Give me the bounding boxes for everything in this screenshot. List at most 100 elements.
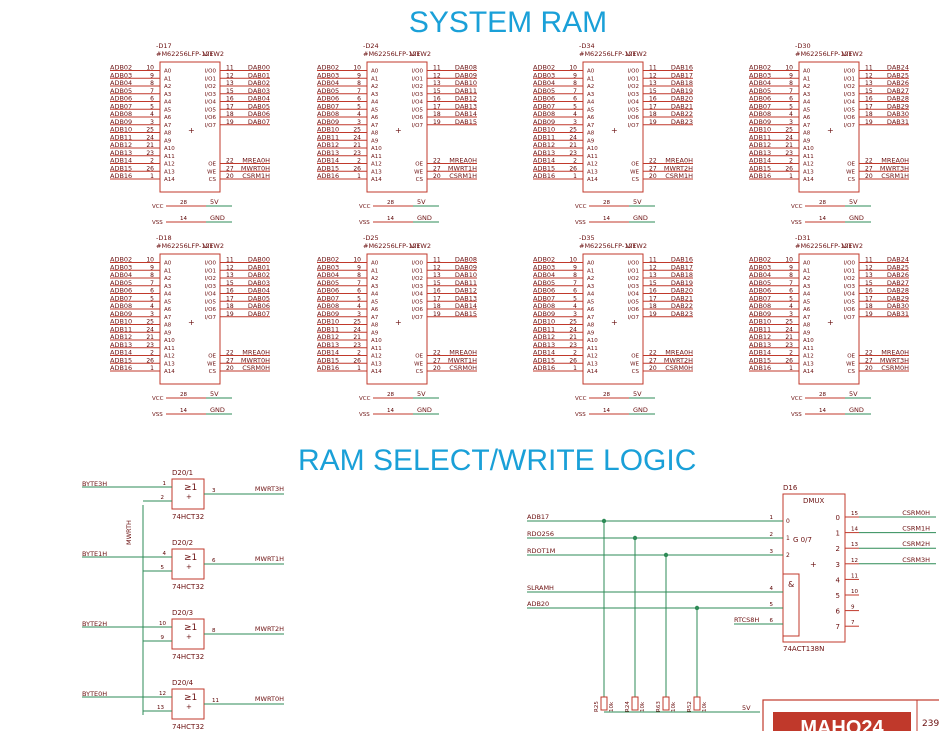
addr-pin-name: A9 (587, 138, 595, 144)
ctrl-pin-name: CS (416, 177, 424, 183)
vss-pin-number: 14 (819, 216, 826, 222)
io-pin-name: I/O7 (628, 123, 640, 129)
addr-pin-name: A14 (164, 369, 175, 375)
vcc-net-label: 5V (210, 198, 219, 206)
addr-net-label: ADB13 (110, 341, 132, 349)
data-net-label: DAB24 (887, 256, 909, 264)
io-pin-name: I/O6 (628, 307, 640, 313)
dmux-output-pin: 9 (851, 605, 855, 611)
io-pin-number: 12 (433, 264, 441, 271)
vcc-pin-number: 28 (180, 200, 187, 206)
addr-pin-number: 24 (146, 326, 154, 333)
data-net-label: DAB15 (455, 310, 477, 318)
io-pin-name: I/O3 (205, 284, 217, 290)
addr-pin-name: A0 (371, 261, 379, 267)
addr-pin-name: A13 (803, 361, 814, 367)
ctrl-pin-number: 27 (226, 357, 234, 364)
addr-pin-number: 6 (150, 96, 154, 103)
addr-pin-number: 2 (150, 158, 154, 165)
addr-pin-number: 10 (785, 65, 793, 72)
addr-pin-number: 2 (573, 158, 577, 165)
io-pin-number: 15 (433, 88, 441, 95)
gate-pin-a: 12 (159, 691, 166, 697)
io-pin-number: 16 (226, 288, 234, 295)
io-pin-name: I/O2 (205, 84, 216, 90)
addr-pin-number: 21 (785, 142, 793, 149)
ctrl-net-label: MREA0H (449, 349, 477, 357)
io-pin-number: 11 (649, 257, 657, 264)
addr-pin-number: 3 (573, 311, 577, 318)
addr-pin-number: 21 (353, 334, 361, 341)
data-net-label: DAB12 (455, 287, 477, 295)
addr-pin-number: 10 (353, 257, 361, 264)
addr-pin-number: 24 (353, 134, 361, 141)
data-net-label: DAB10 (455, 271, 477, 279)
addr-pin-number: 9 (789, 264, 793, 271)
ctrl-pin-name: CS (848, 369, 856, 375)
io-pin-number: 17 (865, 103, 873, 110)
vss-label: VSS (575, 412, 586, 418)
io-pin-name: I/O2 (844, 84, 855, 90)
io-pin-number: 18 (433, 111, 441, 118)
addr-pin-name: A6 (164, 115, 172, 121)
addr-pin-name: A12 (164, 354, 175, 360)
addr-pin-name: A12 (371, 162, 382, 168)
io-pin-name: I/O6 (412, 307, 424, 313)
io-pin-name: I/O2 (628, 84, 639, 90)
io-pin-name: I/O7 (205, 123, 217, 129)
addr-pin-number: 5 (573, 103, 577, 110)
io-pin-name: I/O5 (628, 299, 640, 305)
ctrl-pin-name: WE (846, 169, 855, 175)
io-pin-name: I/O1 (412, 76, 423, 82)
addr-net-label: ADB10 (110, 318, 132, 326)
ctrl-pin-number: 22 (433, 158, 441, 165)
dmux-select-label: 0 (786, 518, 790, 525)
addr-net-label: ADB04 (749, 79, 771, 87)
dmux-input-label: SLRAMH (527, 584, 554, 592)
ctrl-pin-number: 20 (226, 173, 234, 180)
dmux-output-number: 1 (836, 530, 840, 538)
addr-pin-number: 7 (573, 280, 577, 287)
vcc-net-label: 5V (417, 390, 426, 398)
ctrl-pin-number: 20 (226, 365, 234, 372)
ctrl-pin-number: 27 (865, 165, 873, 172)
addr-pin-number: 5 (357, 103, 361, 110)
net-junction-dot (601, 518, 607, 524)
io-pin-number: 17 (226, 103, 234, 110)
addr-pin-name: A0 (587, 69, 595, 75)
dmux-plus-mark: + (810, 560, 817, 569)
addr-pin-name: A4 (587, 292, 595, 298)
addr-pin-name: A12 (164, 162, 175, 168)
gate-pin-out: 3 (212, 488, 216, 494)
data-net-label: DAB04 (248, 95, 270, 103)
addr-net-label: ADB11 (533, 325, 555, 333)
addr-pin-name: A13 (803, 169, 814, 175)
chip-body (798, 61, 860, 193)
addr-pin-number: 7 (357, 280, 361, 287)
addr-pin-name: A14 (587, 177, 598, 183)
chip-body (582, 61, 644, 193)
dmux-output-label: CSRM1H (902, 525, 930, 533)
io-pin-name: I/O3 (412, 92, 424, 98)
addr-pin-name: A9 (587, 330, 595, 336)
addr-pin-number: 1 (357, 365, 361, 372)
vcc-net-label: 5V (849, 390, 858, 398)
addr-pin-name: A11 (371, 346, 382, 352)
addr-pin-number: 6 (573, 96, 577, 103)
addr-pin-number: 25 (353, 319, 361, 326)
addr-pin-name: A7 (164, 315, 172, 321)
chip-view-label: VIEW2 (842, 242, 863, 250)
addr-pin-name: A0 (164, 69, 172, 75)
ctrl-pin-name: CS (632, 369, 640, 375)
io-pin-number: 15 (226, 88, 234, 95)
dmux-input-label: ADB20 (527, 600, 549, 608)
io-pin-name: I/O0 (628, 261, 640, 267)
addr-net-label: ADB09 (317, 118, 339, 126)
vcc-pin-number: 28 (180, 392, 187, 398)
addr-pin-number: 5 (789, 103, 793, 110)
